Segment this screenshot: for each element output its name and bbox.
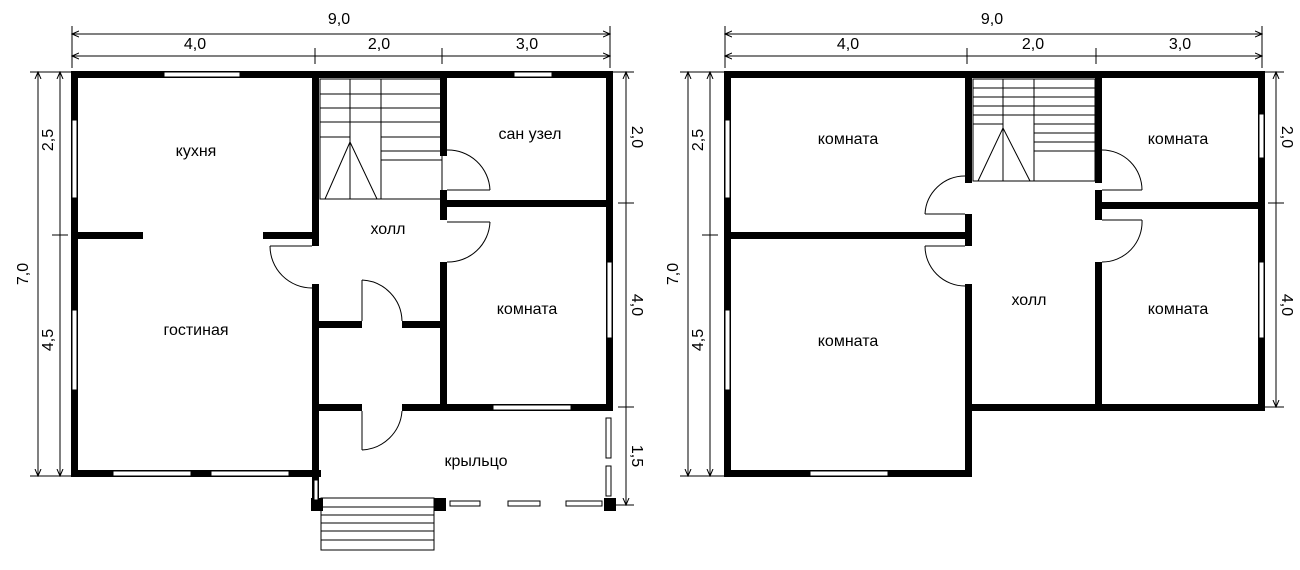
dim2-left-top: 2,5 xyxy=(690,129,707,151)
dim-total-width: 9,0 xyxy=(328,11,350,28)
floor-2-staircase xyxy=(972,78,1096,182)
floor-2-left-dimensions: 7,0 2,5 4,5 xyxy=(665,72,725,476)
floor-1-windows xyxy=(71,71,613,507)
dim2-w3: 3,0 xyxy=(1169,36,1191,53)
dim-total-height: 7,0 xyxy=(15,263,32,285)
dim-right-mid: 4,0 xyxy=(628,294,645,316)
dim2-left-bottom: 4,5 xyxy=(690,329,707,351)
dim2-right-mid: 4,0 xyxy=(1278,294,1295,316)
dim2-w1: 4,0 xyxy=(837,36,859,53)
room-bath-label: сан узел xyxy=(498,126,561,143)
room-hall-label: холл xyxy=(370,221,405,238)
room2-right-label: комната xyxy=(1148,301,1209,318)
floor-1-plan: 9,0 4,0 2,0 3,0 7,0 2,5 4,5 2,0 4,0 1,5 xyxy=(15,11,645,551)
floor-1-room-labels: кухня гостиная холл сан узел комната кры… xyxy=(163,126,561,470)
dim-w3: 3,0 xyxy=(516,36,538,53)
dim2-w2: 2,0 xyxy=(1022,36,1044,53)
floor-1-staircase xyxy=(319,78,443,200)
dim-left-top: 2,5 xyxy=(40,129,57,151)
dim-w1: 4,0 xyxy=(184,36,206,53)
floor-1-top-dimensions: 9,0 4,0 2,0 3,0 xyxy=(72,11,610,68)
dim-w2: 2,0 xyxy=(368,36,390,53)
room-room-label: комната xyxy=(497,301,558,318)
room2-bottom-left-label: комната xyxy=(818,333,879,350)
floor-2-room-labels: комната комната комната холл комната xyxy=(818,131,1209,350)
floor-2-right-dimensions: 2,0 4,0 xyxy=(1264,72,1295,407)
dim2-total-width: 9,0 xyxy=(981,11,1003,28)
dim2-total-height: 7,0 xyxy=(665,263,682,285)
floor-2-plan: 9,0 4,0 2,0 3,0 7,0 2,5 4,5 2,0 4,0 xyxy=(665,11,1295,477)
room-living-label: гостиная xyxy=(163,322,228,339)
floor-1-right-dimensions: 2,0 4,0 1,5 xyxy=(612,72,645,505)
dim2-right-top: 2,0 xyxy=(1278,126,1295,148)
dim-right-top: 2,0 xyxy=(628,126,645,148)
room-kitchen-label: кухня xyxy=(176,143,217,160)
floor-2-doors xyxy=(924,149,1143,287)
floor-2-windows xyxy=(724,113,1265,477)
floor-1-doors xyxy=(269,149,491,451)
room-porch-label: крыльцо xyxy=(445,453,508,470)
room2-hall-label: холл xyxy=(1011,292,1046,309)
floor-1-left-dimensions: 7,0 2,5 4,5 xyxy=(15,72,72,476)
room2-top-right-label: комната xyxy=(1148,131,1209,148)
dim-left-bottom: 4,5 xyxy=(40,329,57,351)
floor-1-steps xyxy=(320,497,435,551)
room2-top-left-label: комната xyxy=(818,131,879,148)
dim-right-bottom: 1,5 xyxy=(628,445,645,467)
floor-2-top-dimensions: 9,0 4,0 2,0 3,0 xyxy=(725,11,1262,68)
